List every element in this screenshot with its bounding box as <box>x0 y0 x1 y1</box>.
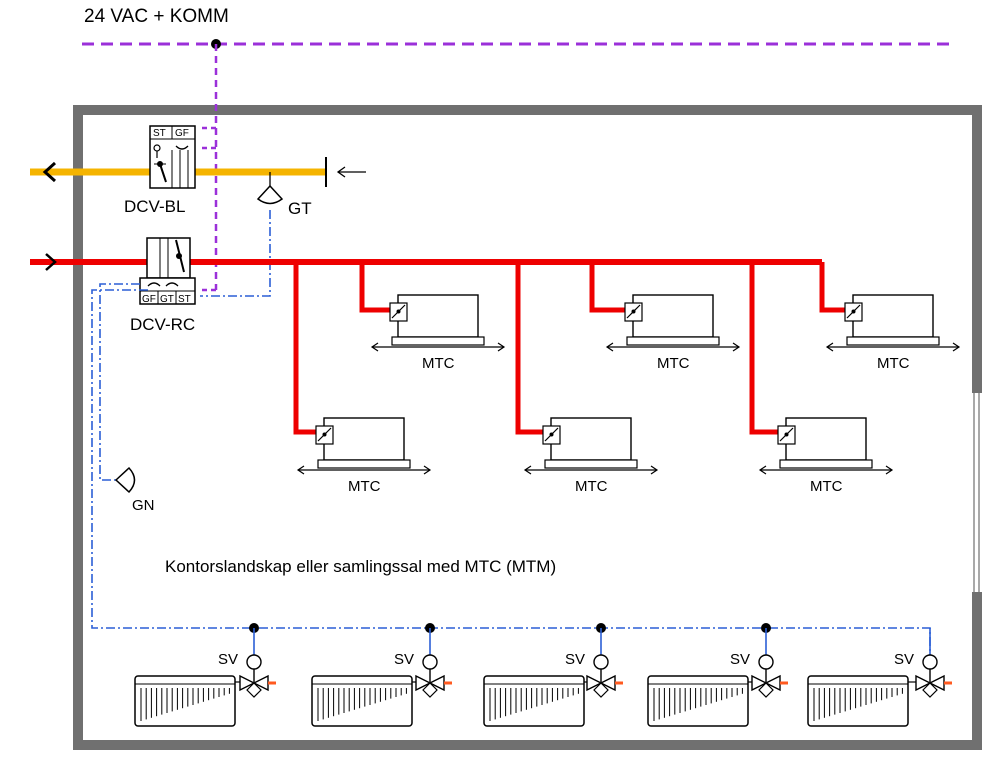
mtc-label: MTC <box>657 355 690 372</box>
sv-label: SV <box>894 651 914 668</box>
mtc-unit[interactable]: MTC <box>605 294 741 372</box>
arrow-right-icon <box>497 342 506 352</box>
gn-label: GN <box>132 497 155 514</box>
gn-sensor-icon <box>114 466 136 494</box>
dcv-rc-label: DCV-RC <box>130 315 195 334</box>
sv-label: SV <box>565 651 585 668</box>
room-walls <box>73 105 983 750</box>
gt-label: GT <box>288 199 312 218</box>
arrow-right-icon <box>952 342 961 352</box>
radiator <box>311 675 413 727</box>
gn-sensor: GN <box>114 466 155 514</box>
mtc-unit[interactable]: MTC <box>758 417 894 495</box>
arrow-left-icon <box>605 342 614 352</box>
exhaust-arrow-icon <box>42 161 57 183</box>
arrow-left-icon <box>758 465 767 475</box>
radiator <box>647 675 749 727</box>
mtc-label: MTC <box>810 478 843 495</box>
radiator-unit[interactable]: SV <box>311 628 452 727</box>
sv-label: SV <box>218 651 238 668</box>
radiator-unit[interactable]: SV <box>134 628 276 727</box>
mtc-label: MTC <box>422 355 455 372</box>
mtc-unit[interactable]: MTC <box>296 417 432 495</box>
arrow-left-icon <box>825 342 834 352</box>
dcv-bl-damper[interactable]: ST GF <box>149 125 196 189</box>
arrow-right-icon <box>885 465 894 475</box>
supply-label: 24 VAC + KOMM <box>84 6 229 27</box>
dcv-rc-st-label: ST <box>178 294 191 305</box>
valve-actuator-icon <box>922 654 938 670</box>
valve-actuator-icon <box>422 654 438 670</box>
mtc-unit[interactable]: MTC <box>370 294 506 372</box>
valve-actuator-icon <box>758 654 774 670</box>
radiator-unit[interactable]: SV <box>647 628 788 727</box>
valve-actuator-icon <box>593 654 609 670</box>
gt-sensor: GT <box>200 172 312 297</box>
dcv-rc-damper[interactable]: GF GT ST <box>139 237 196 305</box>
power-line <box>82 39 950 292</box>
arrow-left-icon <box>523 465 532 475</box>
sv-label: SV <box>394 651 414 668</box>
dcv-bl-st-label: ST <box>153 128 166 139</box>
mtc-units: MTC MTC MTC MTC MTC MTC <box>296 294 961 495</box>
radiator <box>134 675 236 727</box>
radiator-unit[interactable]: SV <box>483 628 623 727</box>
valve-actuator-icon <box>246 654 262 670</box>
arrow-right-icon <box>650 465 659 475</box>
mtc-unit[interactable]: MTC <box>523 417 659 495</box>
dcv-bl-gf-label: GF <box>175 128 189 139</box>
radiator-unit[interactable]: SV <box>807 628 952 727</box>
arrow-left-icon <box>370 342 379 352</box>
room-label: Kontorslandskap eller samlingssal med MT… <box>165 557 556 576</box>
dcv-rc-gf-label: GF <box>142 294 156 305</box>
arrow-left-icon <box>296 465 305 475</box>
dcv-rc-gt-label: GT <box>160 294 174 305</box>
supply-arrow-icon <box>45 253 57 271</box>
mtc-label: MTC <box>348 478 381 495</box>
gt-sensor-icon <box>256 184 284 205</box>
radiator <box>483 675 585 727</box>
airflow-arrow-icon <box>336 166 346 178</box>
radiator <box>807 675 909 727</box>
radiators: SV SV SV SV SV <box>134 628 952 727</box>
arrow-right-icon <box>423 465 432 475</box>
mtc-label: MTC <box>575 478 608 495</box>
mtc-unit[interactable]: MTC <box>825 294 961 372</box>
sv-label: SV <box>730 651 750 668</box>
dcv-bl-label: DCV-BL <box>124 197 185 216</box>
mtc-label: MTC <box>877 355 910 372</box>
arrow-right-icon <box>732 342 741 352</box>
